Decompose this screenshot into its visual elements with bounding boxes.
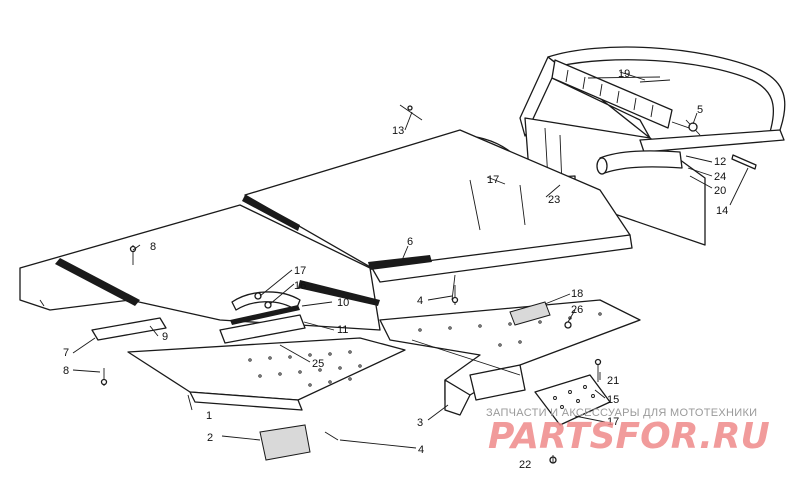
callout-4-lower: 4 xyxy=(418,444,424,456)
callout-20: 20 xyxy=(714,185,726,197)
callout-15: 15 xyxy=(607,394,619,406)
callout-8-lower: 8 xyxy=(63,365,69,377)
callout-19: 19 xyxy=(618,68,630,80)
callout-17-right: 17 xyxy=(607,416,619,428)
callout-12: 12 xyxy=(714,156,726,168)
floor-brace xyxy=(219,291,306,344)
callout-13: 13 xyxy=(392,125,404,137)
fasteners xyxy=(100,79,671,464)
watermark: ЗАПЧАСТИ И АКСЕССУАРЫ ДЛЯ МОТОТЕХНИКИ PA… xyxy=(486,407,770,457)
callout-2: 2 xyxy=(207,432,213,444)
callout-9: 9 xyxy=(162,331,168,343)
callout-5: 5 xyxy=(697,104,703,116)
callout-24: 24 xyxy=(714,171,726,183)
running-board xyxy=(242,129,633,283)
reflector xyxy=(509,301,551,326)
callout-4-upper: 4 xyxy=(417,295,423,307)
callout-22: 22 xyxy=(519,459,531,471)
callout-8-upper: 8 xyxy=(150,241,156,253)
step-pad xyxy=(534,374,611,426)
callout-7: 7 xyxy=(63,347,69,359)
callout-25: 25 xyxy=(312,358,324,370)
callout-6: 6 xyxy=(407,236,413,248)
watermark-brand: PARTSFOR.RU xyxy=(488,416,770,457)
callout-11: 11 xyxy=(337,324,348,336)
callout-23: 23 xyxy=(548,194,560,206)
support-rail xyxy=(379,274,641,416)
reflector-plate xyxy=(259,424,311,461)
watermark-subtitle: ЗАПЧАСТИ И АКСЕССУАРЫ ДЛЯ МОТОТЕХНИКИ xyxy=(486,407,757,419)
callout-1: 1 xyxy=(206,410,212,422)
footrest-plate xyxy=(127,337,406,411)
callout-17-left: 17 xyxy=(294,265,306,277)
callout-26: 26 xyxy=(571,304,583,316)
callout-3: 3 xyxy=(417,417,423,429)
callout-17-mid: 17 xyxy=(487,174,499,186)
leader-lines xyxy=(72,71,749,463)
rear-bumper-frame xyxy=(519,46,786,246)
trim-bar xyxy=(91,317,167,341)
callout-10: 10 xyxy=(337,297,349,309)
callout-14: 14 xyxy=(716,205,728,217)
callout-18: 18 xyxy=(571,288,583,300)
callout-labels: 1 2 3 4 4 5 6 7 8 8 9 10 11 12 13 14 15 … xyxy=(63,68,728,471)
callout-16: 16 xyxy=(294,280,306,292)
callout-21: 21 xyxy=(607,375,619,387)
